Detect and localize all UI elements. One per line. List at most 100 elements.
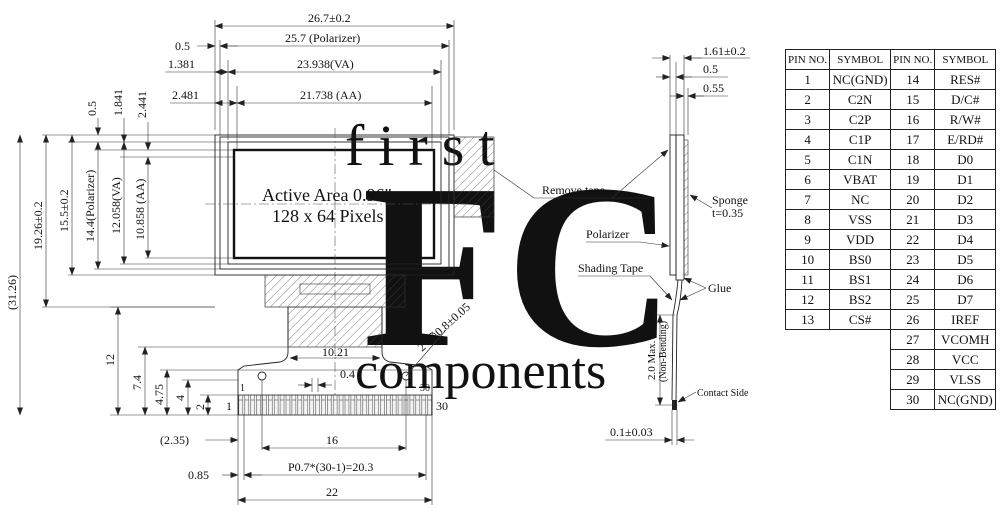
dim-left-0-5: 0.5: [175, 39, 190, 53]
pin-table-header: PIN NO. SYMBOL PIN NO. SYMBOL: [784, 49, 997, 70]
dim-left-1-381: 1.381: [168, 57, 195, 71]
pin-number: 8: [784, 209, 831, 230]
pin-first-small: 1: [240, 383, 245, 394]
pin-symbol: E/RD#: [934, 129, 997, 150]
label-shading-tape: Shading Tape: [578, 261, 643, 275]
watermark: first FC components: [345, 113, 675, 400]
pin-symbol: D2: [934, 189, 997, 210]
pin-last-label: 30: [436, 399, 448, 413]
pin-symbol: VLSS: [934, 369, 997, 390]
pin-number: 22: [890, 229, 936, 250]
pin-number: 1: [784, 69, 831, 90]
pin-number: 4: [784, 129, 831, 150]
dim-vert-0-5: 0.5: [85, 101, 99, 116]
pin-symbol: C2P: [829, 109, 892, 130]
pin-number: 19: [890, 169, 936, 190]
display-text-line2: 128 x 64 Pixels: [272, 206, 384, 226]
pin-number: 28: [890, 349, 936, 370]
pin-first-label: 1: [226, 399, 232, 413]
label-glue: Glue: [708, 281, 731, 295]
pin-symbol: RES#: [934, 69, 997, 90]
pin-number: 26: [890, 309, 936, 330]
pin-number: 12: [784, 289, 831, 310]
dim-0-4: 0.4: [340, 367, 355, 381]
header-pin-no-2: PIN NO.: [890, 49, 936, 70]
dim-2-35: (2.35): [160, 433, 189, 447]
label-contact-side: Contact Side: [697, 388, 749, 399]
front-view: 26.7±0.2 0.5 25.7 (Polarizer) 1.381 23.9…: [5, 11, 495, 505]
pin-symbol: IREF: [934, 309, 997, 330]
pin-symbol: D3: [934, 209, 997, 230]
dim-pitch: P0.7*(30-1)=20.3: [288, 460, 373, 474]
pin-symbol: C1P: [829, 129, 892, 150]
watermark-components: components: [355, 343, 606, 400]
pin-number: 17: [890, 129, 936, 150]
dim-side-0-55: 0.55: [703, 81, 724, 95]
label-bend-2: (Non-Bending): [658, 321, 669, 382]
dim-12: 12: [103, 354, 117, 366]
dim-2: 2: [193, 404, 207, 410]
pin-symbol: VCOMH: [934, 329, 997, 350]
dim-vert-1-841: 1.841: [111, 89, 125, 116]
pin-symbol: [830, 390, 891, 410]
pin-symbol: VCC: [934, 349, 997, 370]
dim-side-0-1: 0.1±0.03: [610, 425, 653, 439]
pin-number: [786, 330, 830, 350]
dim-16: 16: [326, 433, 338, 447]
pin-number: 3: [784, 109, 831, 130]
pin-symbol: R/W#: [934, 109, 997, 130]
pin-symbol: CS#: [829, 309, 892, 330]
pin-symbol: [830, 350, 891, 370]
dim-side-1-61: 1.61±0.2: [703, 44, 746, 58]
pin-symbol: D0: [934, 149, 997, 170]
pin-symbol: D1: [934, 169, 997, 190]
pin-symbol: D/C#: [934, 89, 997, 110]
dim-total-height: (31.26): [5, 275, 19, 310]
dim-12-058: 12.058(VA): [109, 177, 123, 234]
pin-symbol: VSS: [829, 209, 892, 230]
pin-number: 24: [890, 269, 936, 290]
dim-15-5: 15.5±0.2: [57, 189, 71, 232]
dim-aa-width: 21.738 (AA): [300, 88, 361, 102]
pin-number: 27: [890, 329, 936, 350]
pin-number: 18: [890, 149, 936, 170]
pin-symbol: NC(GND): [829, 69, 892, 90]
watermark-fc: FC: [362, 136, 675, 396]
pin-symbol: D6: [934, 269, 997, 290]
pin-symbol: C2N: [829, 89, 892, 110]
pin-number: 7: [784, 189, 831, 210]
pin-symbol: VBAT: [829, 169, 892, 190]
pin-symbol: D7: [934, 289, 997, 310]
header-symbol-2: SYMBOL: [934, 49, 997, 70]
label-remove-tape: Remove tape: [542, 183, 605, 197]
pin-number: 14: [890, 69, 936, 90]
pin-last-small: 30: [420, 383, 430, 394]
dim-0-85: 0.85: [188, 468, 209, 482]
pin-number: 11: [784, 269, 831, 290]
dim-4: 4: [173, 395, 187, 401]
pin-number: 13: [784, 309, 831, 330]
label-bend-1: 2.0 Max.: [646, 340, 658, 380]
pin-number: [786, 370, 830, 390]
pin-number: 2: [784, 89, 831, 110]
pin-symbol: BS2: [829, 289, 892, 310]
pin-symbol: BS0: [829, 249, 892, 270]
